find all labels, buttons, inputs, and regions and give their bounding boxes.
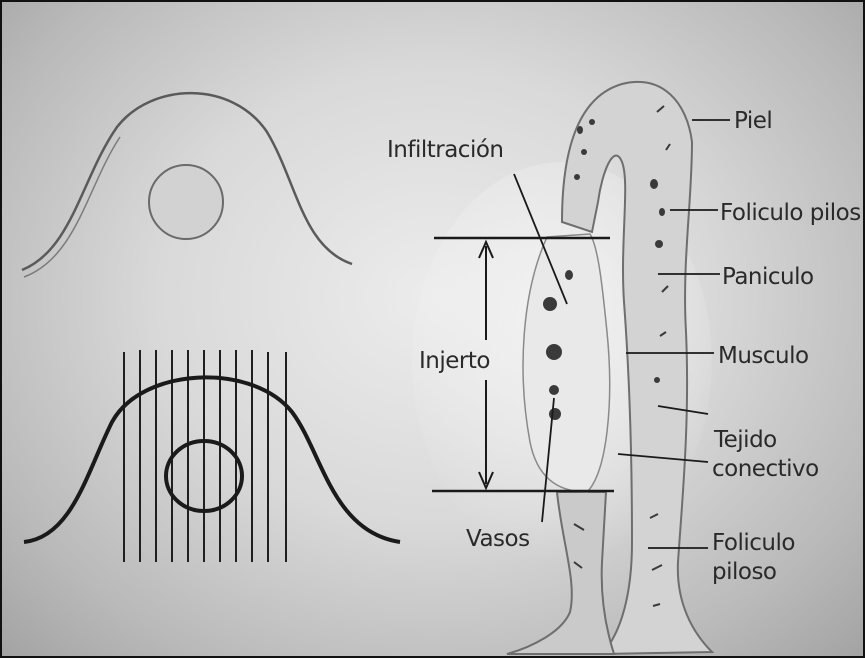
label-tejido: Tejido (713, 427, 777, 453)
label-vasos: Vasos (466, 526, 530, 552)
upper-circle (149, 165, 223, 239)
upper-bell-sketch (22, 93, 352, 277)
label-piel: Piel (734, 108, 772, 134)
label-paniculo: Paniculo (722, 264, 814, 290)
label-foliculo-pilos: Foliculo pilos (720, 200, 861, 226)
bell-curve (24, 377, 400, 542)
label-musculo: Musculo (718, 343, 809, 369)
label-conectivo: conectivo (712, 456, 819, 482)
label-infiltracion: Infiltración (387, 137, 504, 163)
label-injerto: Injerto (419, 348, 490, 374)
lower-bell-diagram (24, 350, 400, 562)
vertical-hatch-lines (124, 350, 286, 562)
label-foliculo: Foliculo (712, 530, 795, 556)
label-piloso: piloso (712, 559, 777, 585)
